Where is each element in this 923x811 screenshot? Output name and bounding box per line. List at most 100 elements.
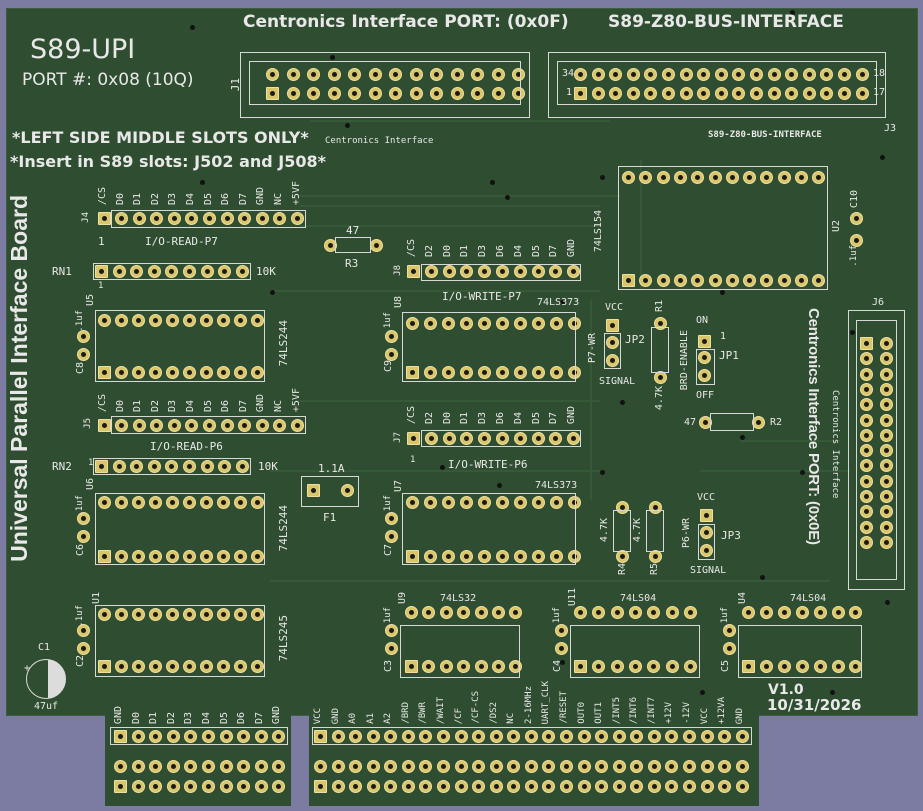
pin-label: D4 <box>185 192 196 205</box>
u7-pin <box>550 550 563 563</box>
edge-finger <box>237 780 251 793</box>
u9-pin <box>405 660 418 673</box>
jp1-on: ON <box>696 315 709 326</box>
jp3-outline <box>698 524 715 560</box>
u9-pin <box>457 606 471 619</box>
u2-pin <box>622 171 635 184</box>
c10-pin <box>850 212 863 225</box>
u11-pin <box>647 660 661 673</box>
j3-pin <box>697 87 711 100</box>
edge-finger <box>577 780 591 793</box>
u7-pin <box>460 496 473 509</box>
u8-pin <box>568 317 581 330</box>
j5-ref: J5 <box>83 418 93 429</box>
u11-pin <box>683 660 697 673</box>
j1-title: Centronics Interface PORT: (0x0F) <box>243 12 569 32</box>
rn1-pin <box>130 265 144 278</box>
edge-pin <box>219 730 233 743</box>
u2-pin <box>795 274 808 287</box>
rn1-pin <box>183 265 196 278</box>
j3-pin <box>574 68 587 81</box>
j3-pin <box>714 68 728 81</box>
u2-pin <box>760 171 774 184</box>
pin-label: A0 <box>348 713 359 724</box>
copper-trace <box>300 225 600 227</box>
j4-pin <box>185 212 199 225</box>
u5-pin <box>183 314 196 327</box>
j6-pin <box>860 490 873 503</box>
edge-pin <box>735 730 749 743</box>
edge-pin <box>272 730 286 743</box>
via <box>740 435 745 440</box>
jp2-signal: SIGNAL <box>599 376 636 387</box>
edge-pin <box>630 730 644 743</box>
c8-pin <box>77 348 90 361</box>
edge-finger <box>612 780 626 793</box>
u8-pin <box>478 317 491 330</box>
edge-finger <box>454 780 468 793</box>
u7-pin <box>496 550 509 563</box>
j1-outline <box>240 52 530 118</box>
u9-ref: U9 <box>397 592 408 605</box>
edge-pin <box>542 730 556 743</box>
f1-pin <box>307 484 320 497</box>
j6-ref: J6 <box>872 297 885 308</box>
pin-label: /BWR <box>418 702 429 724</box>
c10-ref: C10 <box>849 190 860 209</box>
edge-finger <box>507 780 521 793</box>
u9-part: 74LS32 <box>440 593 477 604</box>
via <box>345 123 350 128</box>
c6-pin <box>77 512 90 525</box>
edge-pin <box>472 730 486 743</box>
u6-outline <box>95 493 265 565</box>
j7-pin <box>460 432 474 445</box>
u5-pin <box>132 314 145 327</box>
pin-label: D4 <box>201 711 212 724</box>
port-label: PORT #: 0x08 (10Q) <box>22 70 194 90</box>
edge-finger <box>131 760 145 773</box>
j3-outline <box>548 52 886 118</box>
r2-pin <box>699 416 712 429</box>
j6-pin <box>880 505 893 519</box>
pin-label: /WAIT <box>435 696 446 724</box>
edge-pin <box>647 730 661 743</box>
j6-pin <box>860 428 873 442</box>
u2-pin <box>812 274 826 287</box>
j5-name: I/O-READ-P6 <box>150 440 223 453</box>
j6-pin <box>880 444 893 458</box>
pin-label: D5 <box>202 192 214 205</box>
c1-value: 47uf <box>34 701 59 712</box>
copper-trace <box>300 205 600 207</box>
c7-pin <box>385 512 398 525</box>
j1-pin <box>430 87 443 100</box>
rn2-pin <box>235 460 249 473</box>
j8-pin <box>478 265 492 278</box>
u9-pin <box>492 660 505 673</box>
j6-title: Centronics Interface PORT: (0x0E) <box>805 308 822 545</box>
pin-label: GND <box>255 186 267 205</box>
u5-pin <box>234 314 247 327</box>
u11-outline <box>570 625 700 678</box>
u5-pin <box>149 366 162 379</box>
edge-finger <box>665 760 679 773</box>
u8-pin <box>460 317 473 330</box>
c10-value: .1uf <box>849 245 859 267</box>
u5-pin <box>115 314 128 327</box>
edge-finger <box>595 760 609 773</box>
edge-finger <box>559 760 573 773</box>
edge-finger <box>489 780 503 793</box>
u5-pin <box>166 366 179 379</box>
c5-pin <box>723 624 736 637</box>
j3-pin <box>644 68 658 81</box>
u2-pin <box>725 171 739 184</box>
rn2-pin <box>147 460 161 473</box>
rn1-pin <box>235 265 249 278</box>
j3-label: S89-Z80-BUS-INTERFACE <box>708 130 822 140</box>
u6-pin <box>234 550 247 563</box>
j3-pin <box>574 87 587 100</box>
u2-pin <box>743 171 757 184</box>
u7-pin <box>442 496 455 509</box>
pin-label: D3 <box>183 711 195 724</box>
c9-ref: C9 <box>383 360 394 373</box>
pcb-board <box>6 8 918 716</box>
